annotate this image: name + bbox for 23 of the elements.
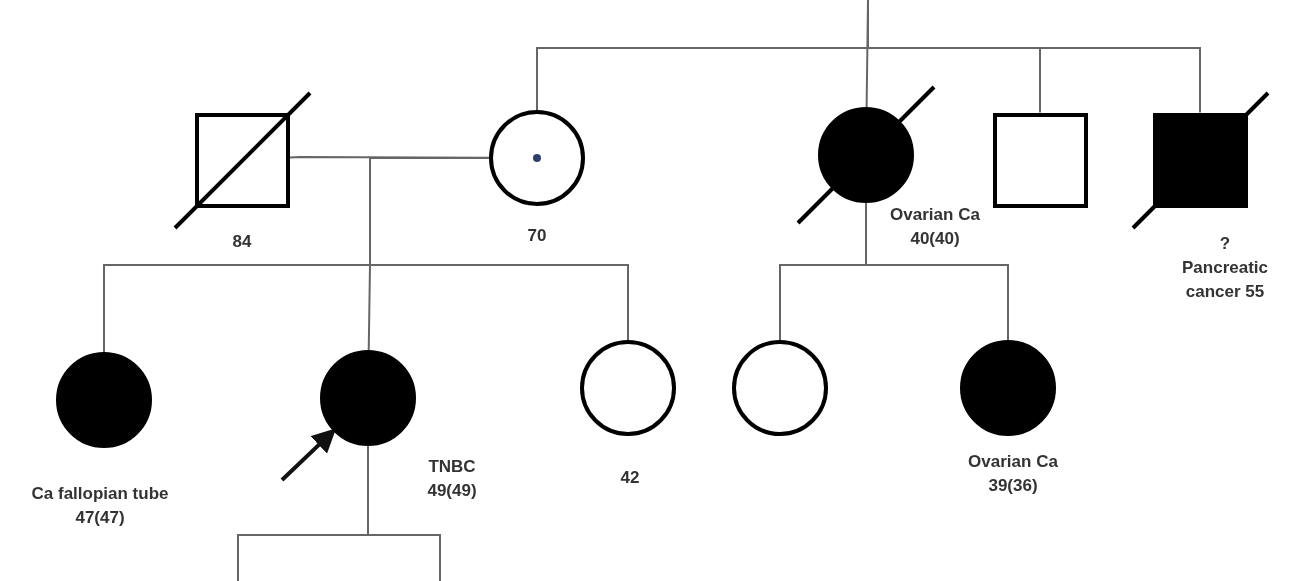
annotation-text: Ovarian Ca 40(40) (889, 204, 981, 250)
female-symbol (580, 340, 676, 436)
annotation-text: ? Pancreatic cancer 55 (1181, 233, 1269, 303)
pedigree-line (369, 157, 629, 341)
pedigree-line (367, 445, 441, 581)
female-symbol (320, 350, 416, 446)
pedigree-line (865, 202, 1009, 341)
annotation-text: 42 (619, 467, 641, 489)
annotation-text: 70 (526, 225, 548, 247)
female-symbol (732, 340, 828, 436)
annotation-text: Ca fallopian tube 47(47) (30, 483, 170, 529)
female-symbol (818, 107, 914, 203)
male-symbol (992, 112, 1088, 208)
proband-arrow (280, 428, 337, 482)
male-symbol (1152, 112, 1248, 208)
female-symbol (489, 110, 585, 206)
female-symbol (56, 352, 152, 448)
annotation-text: Ovarian Ca 39(36) (967, 451, 1059, 497)
annotation-text: TNBC 49(49) (426, 456, 478, 502)
male-symbol (194, 112, 290, 208)
annotation-text: 84 (231, 231, 253, 253)
female-symbol (960, 340, 1056, 436)
pedigree-line (865, 0, 869, 108)
